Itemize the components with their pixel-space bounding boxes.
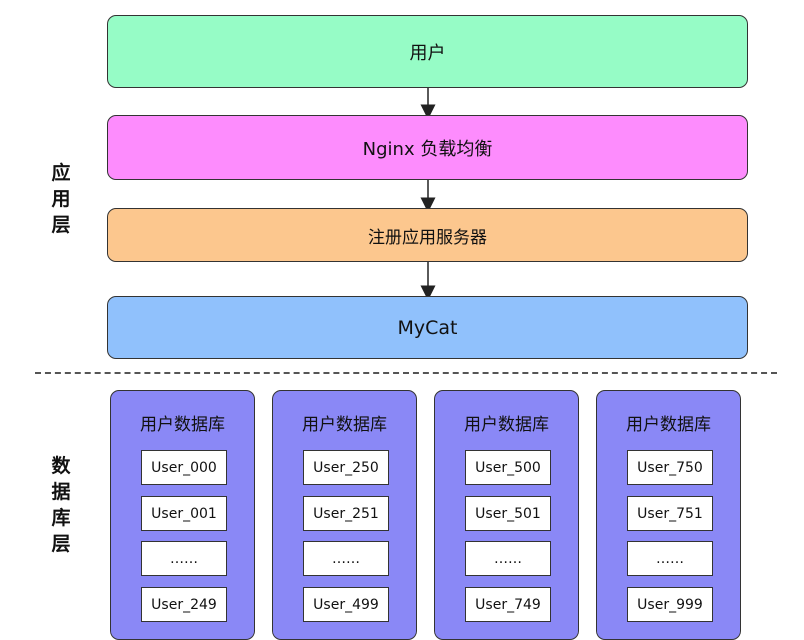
user-layer-box: 用户 — [107, 15, 748, 88]
flow-arrows — [420, 88, 436, 301]
table-item: …… — [627, 541, 713, 576]
table-item: User_501 — [465, 496, 551, 531]
layer-divider — [35, 372, 777, 374]
table-item: User_000 — [141, 450, 227, 485]
database-title: 用户数据库 — [140, 415, 225, 435]
table-item: User_749 — [465, 587, 551, 622]
database-title: 用户数据库 — [302, 415, 387, 435]
app-server-box: 注册应用服务器 — [107, 208, 748, 262]
nginx-load-balancer-box: Nginx 负载均衡 — [107, 115, 748, 180]
table-item: User_001 — [141, 496, 227, 531]
table-item: User_750 — [627, 450, 713, 485]
table-item: …… — [465, 541, 551, 576]
application-layer-label: 应用层 — [51, 162, 71, 236]
mycat-box: MyCat — [107, 296, 748, 359]
table-item: …… — [303, 541, 389, 576]
table-item: …… — [141, 541, 227, 576]
table-item: User_250 — [303, 450, 389, 485]
table-item: User_999 — [627, 587, 713, 622]
database-title: 用户数据库 — [626, 415, 711, 435]
table-item: User_500 — [465, 450, 551, 485]
table-item: User_249 — [141, 587, 227, 622]
table-item: User_499 — [303, 587, 389, 622]
database-title: 用户数据库 — [464, 415, 549, 435]
database-layer-label: 数据库层 — [51, 455, 71, 555]
table-item: User_751 — [627, 496, 713, 531]
table-item: User_251 — [303, 496, 389, 531]
